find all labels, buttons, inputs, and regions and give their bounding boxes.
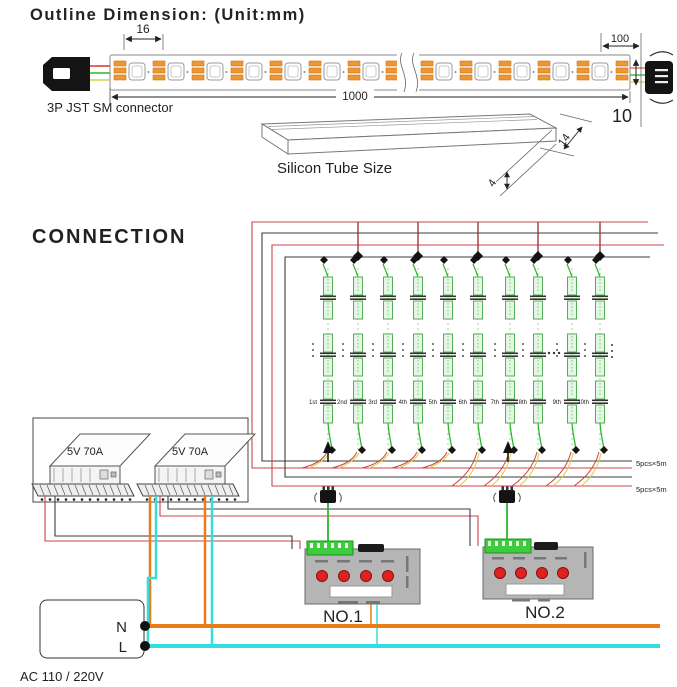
- power-supply-1: [31, 433, 151, 502]
- ellipsis-dots: [547, 344, 613, 358]
- outline-title: Outline Dimension: (Unit:mm): [30, 6, 306, 24]
- strip-break-mark: [397, 52, 419, 93]
- ac-input: N L AC 110 / 220V: [20, 599, 660, 684]
- bus-label-1: 5pcs×5m: [636, 459, 667, 468]
- strip-feed-drops: [357, 222, 601, 256]
- strip-label: 4th: [399, 400, 407, 406]
- controller2-socket: [534, 542, 558, 550]
- strip-bottom-feeds: [301, 451, 602, 487]
- strip-label: 8th: [519, 400, 527, 406]
- controller-1: NO.1: [304, 540, 421, 626]
- led-strip-column: [521, 255, 547, 455]
- dim-pitch-value: 16: [136, 22, 150, 36]
- led-strip-column: [341, 255, 367, 455]
- bus-black-2: [284, 256, 650, 478]
- strip-label: 10th: [577, 400, 589, 406]
- outline-section: Outline Dimension: (Unit:mm): [30, 6, 674, 197]
- data-plug-2: [493, 486, 521, 504]
- led-strip-column: [555, 255, 581, 455]
- dimension-tube-width: 14: [539, 113, 593, 157]
- data-plug-1: [314, 486, 342, 504]
- ac-voltage-label: AC 110 / 220V: [20, 669, 104, 684]
- controller1-socket: [358, 544, 384, 552]
- controller2-label: NO.2: [525, 603, 565, 622]
- connection-section: CONNECTION 5pcs×5m 5pcs×5m: [20, 221, 667, 684]
- led-strip-column: [401, 255, 427, 455]
- controller1-buttons[interactable]: [316, 570, 394, 582]
- dim-tube-width-value: 14: [556, 132, 573, 149]
- ac-terminal-box: [39, 599, 145, 659]
- signal-arrow-2: [503, 441, 513, 462]
- wire-red-to-controller1: [44, 496, 301, 549]
- controller2-display: [505, 583, 565, 596]
- wire-red-to-controller2: [159, 496, 479, 546]
- power-supply-2: [136, 433, 256, 502]
- psu-output-wires: [44, 496, 479, 645]
- strip-labels: 1st 2nd 3rd 4th 5th 6th 7th 8th 9th 10th: [309, 400, 589, 406]
- dim-width-value: 10: [612, 106, 632, 126]
- dim-end-value: 100: [611, 33, 629, 45]
- connector-label: 3P JST SM connector: [47, 100, 174, 115]
- ac-terminal-dot-l: [140, 641, 150, 651]
- tube-label: Silicon Tube Size: [277, 160, 392, 177]
- dim-length-value: 1000: [342, 91, 368, 103]
- led-strip-drawing: [43, 51, 674, 104]
- bus-black-1: [261, 232, 658, 462]
- ac-terminal-dot-n: [140, 621, 150, 631]
- dimension-width: 10: [612, 59, 640, 126]
- dimension-tube-height: 4: [486, 129, 557, 197]
- bus-label-2: 5pcs×5m: [636, 485, 667, 494]
- bus-red-1: [251, 221, 648, 469]
- strip-label: 6th: [459, 400, 467, 406]
- silicon-tube-drawing: Silicon Tube Size 14 4: [260, 113, 593, 197]
- jst-connector-left: [43, 57, 110, 91]
- strip-label: 5th: [429, 400, 437, 406]
- psu-enclosure: 5V 70A 5V 70A: [31, 417, 256, 503]
- ac-terminal-l: L: [119, 639, 127, 656]
- led-strip-column: [371, 255, 397, 455]
- strip-label: 7th: [491, 400, 499, 406]
- psu2-label: 5V 70A: [172, 446, 209, 458]
- led-strip-column: [583, 255, 609, 455]
- psu1-label: 5V 70A: [67, 446, 104, 458]
- led-strip-column: [461, 255, 487, 455]
- strip-label: 1st: [309, 400, 317, 406]
- controller2-buttons[interactable]: [494, 567, 569, 579]
- controller1-label: NO.1: [323, 607, 363, 626]
- led-strip-array: 1st 2nd 3rd 4th 5th 6th 7th 8th 9th 10th: [301, 255, 613, 487]
- wire-black-to-controller1: [54, 496, 293, 549]
- wire-black-to-controller2: [167, 496, 471, 546]
- strip-label: 3rd: [368, 400, 377, 406]
- controller-2: NO.2: [482, 538, 594, 622]
- controller1-display: [329, 585, 393, 598]
- ac-terminal-n: N: [116, 619, 127, 636]
- dim-tube-height-value: 4: [486, 177, 499, 189]
- strip-label: 2nd: [337, 400, 347, 406]
- led-strip-column: [311, 255, 337, 455]
- led-strip-column: [493, 255, 519, 455]
- strip-label: 9th: [553, 400, 561, 406]
- psu1-cyan-wire: [146, 496, 158, 645]
- signal-arrow-1: [323, 441, 333, 462]
- connection-title: CONNECTION: [32, 226, 186, 248]
- dimension-pitch: 16: [123, 22, 164, 50]
- dimension-end: 100: [600, 33, 642, 127]
- led-strip-column: [431, 255, 457, 455]
